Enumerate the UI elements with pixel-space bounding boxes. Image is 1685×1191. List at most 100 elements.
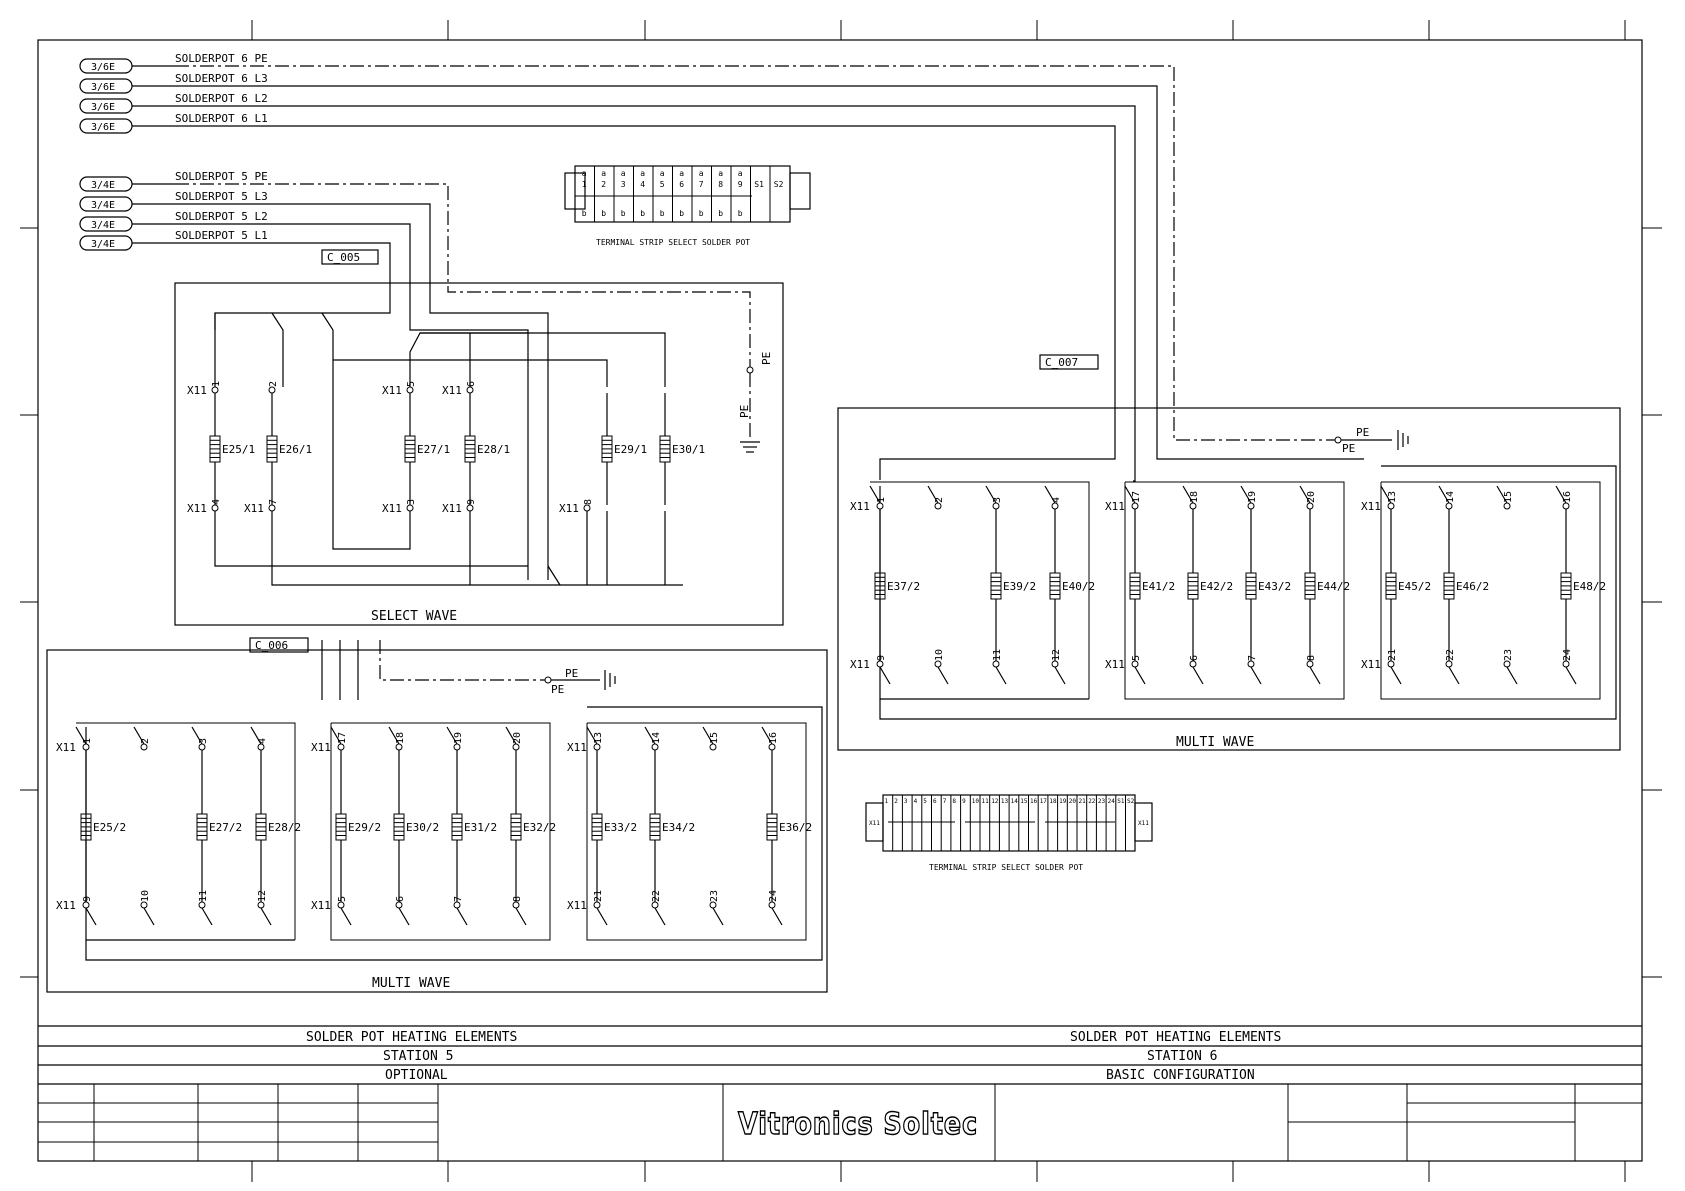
feed-label: SOLDERPOT 5 L1 xyxy=(175,229,268,242)
panel-title: SELECT WAVE xyxy=(371,609,457,624)
strip-terminal-number: 23 xyxy=(1098,798,1106,805)
terminal-number: 9 xyxy=(82,896,93,902)
wire xyxy=(333,359,608,387)
wire xyxy=(702,726,714,745)
wire xyxy=(191,726,203,745)
title-left-line: OPTIONAL xyxy=(385,1068,448,1083)
terminal-number: 1 xyxy=(211,381,222,387)
terminal-block-label: X11 xyxy=(1361,658,1381,671)
strip-terminal-number: 11 xyxy=(982,798,990,805)
terminal-number: 16 xyxy=(768,732,779,744)
strip-terminal-number: 6 xyxy=(679,180,684,189)
strip-terminal-number: 9 xyxy=(962,798,966,805)
group-outline xyxy=(1380,481,1601,700)
terminal-number: 5 xyxy=(337,896,348,902)
heating-element-label: E48/2 xyxy=(1573,580,1606,593)
terminal-number: 7 xyxy=(453,896,464,902)
terminal-number: 8 xyxy=(1306,655,1317,661)
heating-element-label: E32/2 xyxy=(523,821,556,834)
strip-terminal-extra: S1 xyxy=(754,180,764,189)
heating-element-label: E43/2 xyxy=(1258,580,1291,593)
terminal-block-label: X11 xyxy=(442,384,462,397)
company-logo: Vitronics Soltec xyxy=(738,1107,978,1142)
terminal-circle xyxy=(406,504,414,512)
strip-terminal-b: b xyxy=(582,209,587,218)
sheet-reference: 3/6E xyxy=(91,62,115,73)
group-outline xyxy=(870,481,1090,699)
pot6-pe-wire xyxy=(175,65,1338,441)
wire xyxy=(985,485,997,504)
heating-element-label: E37/2 xyxy=(887,580,920,593)
wire xyxy=(1309,666,1321,685)
terminal-number: 3 xyxy=(198,738,209,744)
strip-terminal-number: 17 xyxy=(1040,798,1048,805)
strip-terminal-number: 3 xyxy=(904,798,908,805)
sheet-reference: 3/4E xyxy=(91,180,115,191)
strip-terminal-a: a xyxy=(738,169,743,178)
select-wave-frame xyxy=(174,282,784,626)
heating-element-label: E25/1 xyxy=(222,443,255,456)
strip-end-label: X11 xyxy=(869,820,880,827)
terminal-number: 11 xyxy=(992,649,1003,661)
terminal-block-label: X11 xyxy=(56,741,76,754)
strip-terminal-number: 24 xyxy=(1108,798,1116,805)
heating-element-label: E28/1 xyxy=(477,443,510,456)
terminal-number: 9 xyxy=(876,655,887,661)
wire xyxy=(321,312,411,550)
strip-terminal-number: 4 xyxy=(640,180,645,189)
terminal-number: 1 xyxy=(82,738,93,744)
heating-element-label: E46/2 xyxy=(1456,580,1489,593)
strip-endcap xyxy=(789,172,811,210)
strip-terminal-number: 6 xyxy=(933,798,937,805)
wire xyxy=(330,726,342,745)
strip-terminal-b: b xyxy=(601,209,606,218)
title-left-line: SOLDER POT HEATING ELEMENTS xyxy=(306,1030,517,1045)
heating-element-label: E28/2 xyxy=(268,821,301,834)
feed-label: SOLDERPOT 6 L3 xyxy=(175,72,268,85)
title-right-line: STATION 6 xyxy=(1147,1049,1217,1064)
strip-terminal-number: 9 xyxy=(738,180,743,189)
wire xyxy=(596,907,608,926)
terminal-number: 13 xyxy=(593,732,604,744)
strip-terminal-number: 1 xyxy=(885,798,889,805)
heating-element-label: E36/2 xyxy=(779,821,812,834)
pot6-l2-wire xyxy=(175,105,1136,482)
strip-terminal-number: S2 xyxy=(1127,798,1135,805)
wire xyxy=(1134,666,1146,685)
terminal-number: 23 xyxy=(709,890,720,902)
strip-terminal-number: 16 xyxy=(1030,798,1038,805)
panel-title: MULTI WAVE xyxy=(1176,735,1254,750)
terminal-block-label: X11 xyxy=(56,899,76,912)
wire xyxy=(340,907,352,926)
wire xyxy=(446,726,458,745)
strip-terminal-number: 2 xyxy=(601,180,606,189)
terminal-number: 3 xyxy=(406,499,417,505)
terminal-number: 4 xyxy=(211,499,222,505)
terminal-number: 20 xyxy=(512,732,523,744)
wire xyxy=(1240,485,1252,504)
pot5-l3-wire xyxy=(175,203,549,580)
wire xyxy=(250,726,262,745)
wire xyxy=(1390,666,1402,685)
title-left-line: STATION 5 xyxy=(383,1049,453,1064)
wire xyxy=(869,485,881,504)
strip-terminal-b: b xyxy=(738,209,743,218)
heating-element-label: E25/2 xyxy=(93,821,126,834)
wire xyxy=(214,511,528,567)
heating-element-label: E30/2 xyxy=(406,821,439,834)
terminal-number: 12 xyxy=(257,890,268,902)
terminal-circle xyxy=(583,504,591,512)
terminal-number: 17 xyxy=(337,732,348,744)
heating-element-label: E33/2 xyxy=(604,821,637,834)
strip-terminal-a: a xyxy=(640,169,645,178)
pot6-l3-wire xyxy=(175,85,1364,460)
strip-terminal-a: a xyxy=(601,169,606,178)
pe-label: PE xyxy=(738,405,751,418)
sheet-reference: 3/6E xyxy=(91,122,115,133)
wire xyxy=(420,332,666,387)
strip-terminal-b: b xyxy=(640,209,645,218)
terminal-block-label: X11 xyxy=(1105,500,1125,513)
strip-end-label: X11 xyxy=(1138,820,1149,827)
